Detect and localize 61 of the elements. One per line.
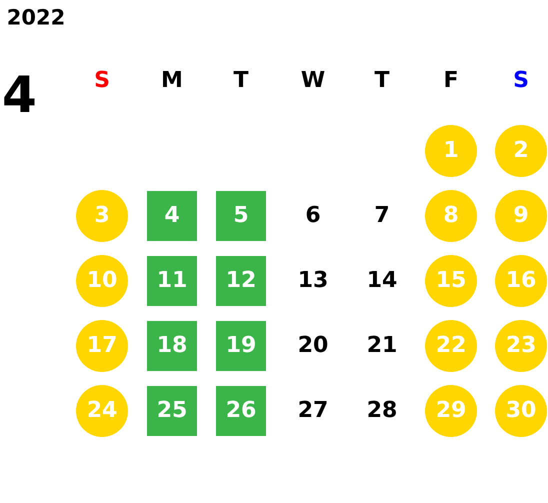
day-number: 6 [305,205,321,227]
weekday-label: W [300,70,326,92]
holiday-circle [76,255,128,307]
day-number: 28 [366,400,398,422]
day-number: 16 [506,270,536,292]
day-number: 23 [506,335,536,357]
day-number: 4 [164,205,180,227]
holiday-circle [76,385,128,437]
highlight-square [147,386,197,436]
day-number: 26 [226,400,256,422]
highlight-square [216,191,266,241]
holiday-circle [76,320,128,372]
year-title: 2022 [6,8,66,28]
weekday-label: T [234,70,248,92]
holiday-circle [76,190,128,242]
weekday-label: F [443,70,459,92]
highlight-square [216,321,266,371]
weekday-label: M [161,70,183,92]
day-number: 8 [443,205,459,227]
day-number: 14 [366,270,398,292]
highlight-square [216,386,266,436]
day-number: 25 [156,400,188,422]
holiday-circle [425,125,477,177]
day-number: 18 [156,335,188,357]
day-number: 7 [374,205,390,227]
month-number: 4 [2,70,37,120]
day-number: 22 [436,335,466,357]
weekday-label: S [94,70,110,92]
weekday-label: T [374,70,390,92]
holiday-circle [425,190,477,242]
highlight-square [147,191,197,241]
day-number: 9 [513,205,529,227]
day-number: 27 [298,400,328,422]
weekday-label: S [513,70,529,92]
day-number: 20 [298,335,328,357]
holiday-circle [495,125,547,177]
day-number: 2 [513,140,529,162]
holiday-circle [425,385,477,437]
day-number: 5 [233,205,249,227]
highlight-square [216,256,266,306]
day-number: 12 [226,270,256,292]
holiday-circle [495,320,547,372]
day-number: 11 [156,270,188,292]
day-number: 1 [443,140,459,162]
day-number: 10 [86,270,118,292]
holiday-circle [495,385,547,437]
day-number: 19 [226,335,256,357]
day-number: 29 [436,400,466,422]
day-number: 17 [86,335,118,357]
holiday-circle [425,255,477,307]
holiday-circle [425,320,477,372]
day-number: 30 [506,400,536,422]
day-number: 13 [298,270,328,292]
day-number: 24 [86,400,118,422]
day-number: 3 [94,205,110,227]
holiday-circle [495,190,547,242]
highlight-square [147,256,197,306]
highlight-square [147,321,197,371]
holiday-circle [495,255,547,307]
day-number: 15 [436,270,466,292]
day-number: 21 [366,335,398,357]
